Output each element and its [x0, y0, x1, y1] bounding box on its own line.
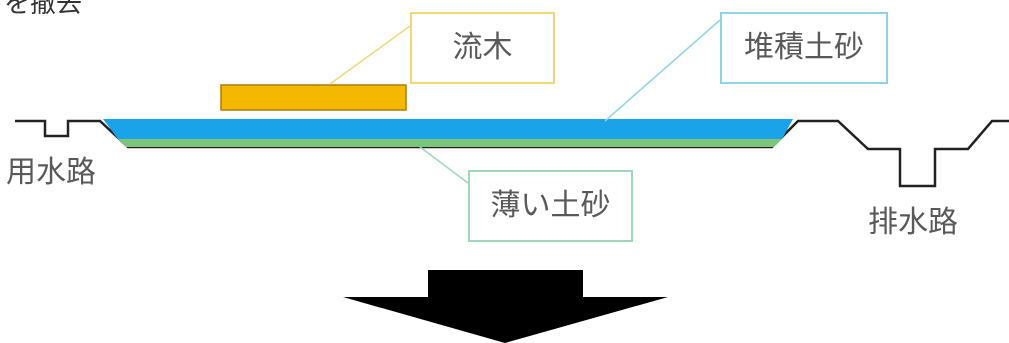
- driftwood-log: [220, 84, 407, 111]
- thin-soil-label: 薄い土砂: [490, 188, 611, 223]
- thin-soil-callout-line: [419, 146, 469, 184]
- driftwood-callout-box: 流木: [410, 12, 555, 84]
- sediment-label: 堆積土砂: [744, 30, 864, 65]
- driftwood-label: 流木: [452, 30, 513, 65]
- ground-profile-line: [15, 119, 1009, 188]
- deposited-sediment-layer: [103, 119, 793, 139]
- thin-soil-layer: [118, 139, 782, 147]
- irrigation-channel-label: 用水路: [6, 155, 96, 190]
- drainage-channel-label: 排水路: [868, 205, 958, 240]
- sediment-callout-line: [604, 19, 721, 122]
- sediment-callout-box: 堆積土砂: [720, 12, 888, 84]
- driftwood-callout-line: [329, 25, 411, 85]
- thin-soil-callout-box: 薄い土砂: [468, 170, 633, 242]
- header-fragment: を撤去: [4, 0, 83, 19]
- down-arrow-icon: [343, 270, 668, 343]
